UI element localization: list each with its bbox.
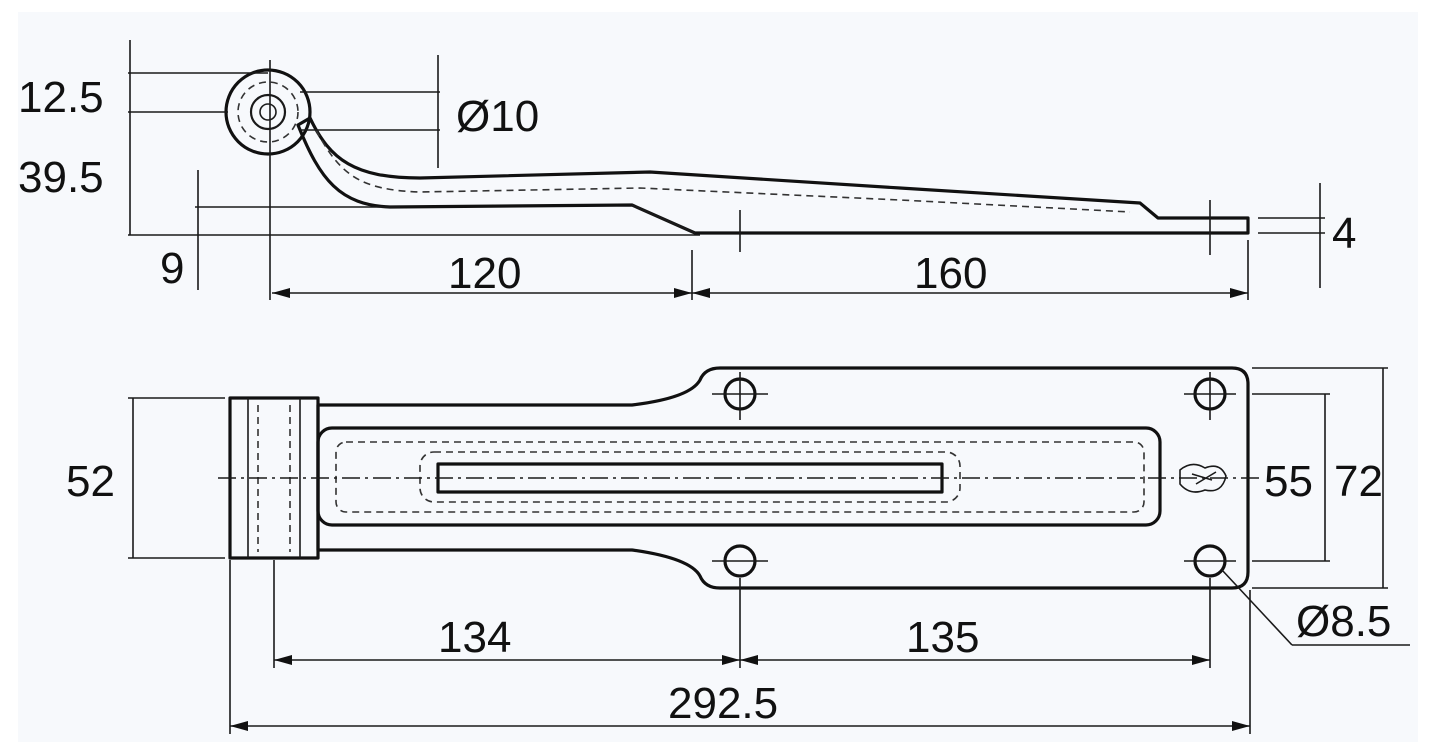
- drawing-sheet: [18, 12, 1418, 742]
- mounting-hole-bottom-left: [712, 544, 768, 578]
- dim-eye-height-label: 12.5: [18, 73, 104, 122]
- embossed-rib-outer: [316, 426, 1162, 527]
- dim-overall-height-label: 39.5: [18, 153, 104, 202]
- maker-mark-icon: [1179, 463, 1227, 493]
- slot-outer: [419, 451, 961, 503]
- dim-hole-diameter-label: Ø8.5: [1296, 597, 1391, 646]
- leaf-inner-dashed: [315, 129, 1131, 213]
- mounting-hole-top-left: [712, 372, 768, 420]
- arrow-length-mid-left: [674, 288, 692, 298]
- dim-plate-width-label: 72: [1334, 457, 1383, 506]
- hinge-leaf-profile: [296, 116, 1250, 235]
- side-view: 12.5 Ø10 39.5 9 120 160 4: [18, 40, 1356, 300]
- hole-diameter-leader: [1221, 569, 1293, 646]
- arrow-hole-mid-right: [740, 655, 758, 665]
- dim-offset-label: 9: [160, 244, 184, 293]
- arrow-total-left: [230, 721, 248, 731]
- dim-hole-pos-1-label: 134: [438, 613, 511, 662]
- dim-hole-spacing-label: 55: [1264, 457, 1313, 506]
- mounting-hole-top-right: [1184, 372, 1236, 420]
- arrow-hole-mid-left: [722, 655, 740, 665]
- leaf-fold-line: [631, 203, 696, 235]
- top-view: 52 55 72 Ø8.5 134 135 292.5: [66, 366, 1410, 734]
- dim-total-length-label: 292.5: [668, 679, 778, 728]
- arrow-length-left: [272, 288, 290, 298]
- hinge-plate-outline: [316, 366, 1250, 590]
- arrow-length-mid-right: [692, 288, 710, 298]
- arrow-hole-right: [1192, 655, 1210, 665]
- arrow-total-right: [1232, 721, 1250, 731]
- mounting-hole-bottom-right: [1184, 544, 1236, 578]
- arrow-hole-left: [274, 655, 292, 665]
- dim-thickness-label: 4: [1332, 209, 1356, 258]
- dim-pin-diameter-label: Ø10: [456, 92, 539, 141]
- dim-hole-pos-2-label: 135: [906, 613, 979, 662]
- embossed-rib-inner: [335, 441, 1145, 513]
- arrow-length-right: [1230, 288, 1248, 298]
- dim-length-2-label: 160: [914, 249, 987, 298]
- dim-length-1-label: 120: [448, 249, 521, 298]
- dim-width-label: 52: [66, 457, 115, 506]
